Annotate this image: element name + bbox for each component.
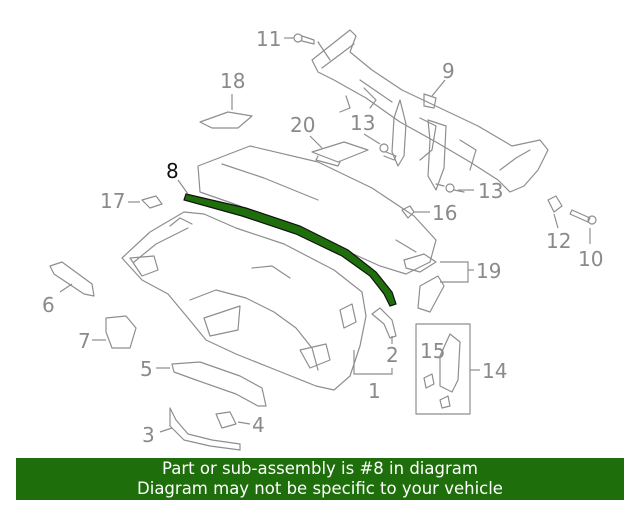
callout-1: 1	[368, 379, 381, 403]
banner-line-1: Part or sub-assembly is #8 in diagram	[162, 459, 478, 478]
bracket-2	[371, 307, 397, 339]
instrument-panel-1	[121, 211, 367, 391]
callout-8: 8	[166, 159, 179, 183]
bracket-20	[311, 141, 369, 167]
parts-diagram: 11 9 18 20 13 8 17 13 16 12 10 19 6 7 15…	[42, 27, 603, 451]
callout-5: 5	[140, 357, 153, 381]
duct-3	[169, 407, 241, 451]
notice-banner: Part or sub-assembly is #8 in diagram Di…	[16, 458, 624, 500]
clip-18	[141, 195, 163, 209]
callout-19: 18	[220, 69, 245, 93]
callout-12: 12	[546, 229, 571, 253]
callout-15: 15	[420, 339, 445, 363]
bracket-7	[105, 315, 137, 349]
callout-4: 4	[252, 413, 265, 437]
bracket-4	[215, 411, 237, 429]
top-cover-19	[199, 111, 253, 129]
side-garnish-16	[403, 253, 445, 313]
callout-13-upper: 13	[350, 111, 375, 135]
bolt-10	[569, 209, 597, 225]
reinforcement-5	[171, 361, 267, 407]
highlighted-part-8	[183, 193, 397, 307]
callout-16: 19	[476, 259, 501, 283]
callout-14: 14	[482, 359, 507, 383]
banner-line-2: Diagram may not be specific to your vehi…	[137, 479, 503, 498]
bolt-13-right	[435, 183, 465, 193]
callout-17: 16	[432, 201, 457, 225]
callout-20: 20	[290, 113, 315, 137]
callout-3: 3	[142, 423, 155, 447]
callout-18: 17	[100, 189, 125, 213]
callout-7: 7	[78, 329, 91, 353]
bolt-13-upper	[379, 143, 397, 161]
callout-2: 2	[386, 343, 399, 367]
side-cover-box-14	[415, 323, 471, 415]
nut-12	[547, 195, 563, 213]
bracket-6	[49, 261, 95, 297]
callout-11: 11	[256, 27, 281, 51]
callout-10: 10	[578, 247, 603, 271]
leader-8	[177, 179, 189, 195]
leader-lines	[59, 37, 591, 433]
callout-9: 9	[442, 59, 455, 83]
callout-13-right: 13	[478, 179, 503, 203]
callout-6: 6	[42, 293, 55, 317]
bolt-11	[293, 33, 315, 45]
cross-car-beam	[311, 29, 549, 193]
